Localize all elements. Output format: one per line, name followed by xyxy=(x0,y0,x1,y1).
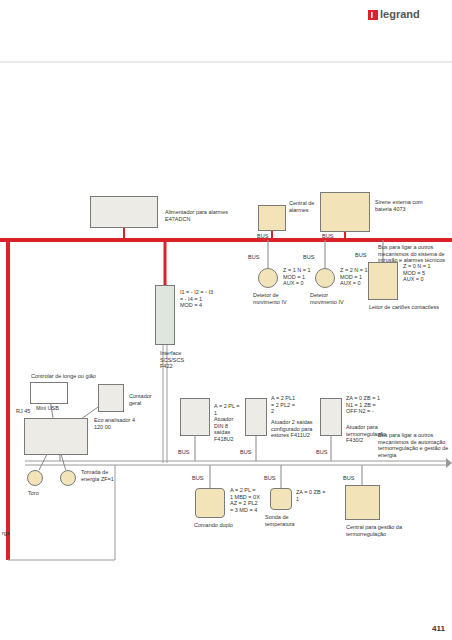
bus-drop xyxy=(255,436,256,461)
device-round: Z = 2 N = 1 MOD = 1 AUX = 0Detetor movim… xyxy=(315,268,335,288)
device-round: Tomada de energia ZF=1 xyxy=(60,470,76,486)
alarm-bus-drop xyxy=(164,240,167,285)
device-label: Z = 2 N = 1 MOD = 1 AUX = 0 xyxy=(340,267,368,287)
device-label: Z = 1 N = 1 MOD = 1 AUX = 0 xyxy=(283,267,311,287)
device-box: Z = 0 N = 1 MOD = 5 AUX = 0Leitor de car… xyxy=(368,262,398,300)
cable xyxy=(39,455,47,470)
annotation: BUS xyxy=(303,254,323,261)
device-label: Alimentador para alarmes E47ADCN xyxy=(165,209,235,222)
frame-line xyxy=(0,62,452,63)
annotation: BUS xyxy=(248,254,268,261)
bus-line xyxy=(8,560,115,561)
device-label: Sirene externa com bateria 4073 xyxy=(375,199,437,212)
device-box: A = 2 PL1 = 2 PL2 = 2Atuador 2 saídas co… xyxy=(245,398,267,436)
annotation: BUS xyxy=(355,252,375,259)
device-label: ZA = 0 ZB = 1 N1 = 1 ZB = OFF N2 = - xyxy=(346,395,386,415)
bus-drop xyxy=(267,240,268,268)
annotation: rga xyxy=(2,530,22,537)
annotation: BUS xyxy=(257,233,287,240)
bus-drop xyxy=(330,436,331,461)
annotation: BUS xyxy=(322,233,352,240)
annotation: Bus para ligar a outros mecanismos do si… xyxy=(378,244,450,264)
device-caption: Atuador DIN 8 saídas F418U2 xyxy=(214,416,244,442)
bus-line xyxy=(163,345,164,463)
device-box: A = 2 PL = 1 MBD = 0X AZ = 2 PL2 = 3 MD … xyxy=(195,488,225,518)
bus-drop xyxy=(194,436,195,461)
device-label: A = 2 PL1 = 2 PL2 = 2 xyxy=(271,395,299,415)
device-round: Toro xyxy=(27,470,43,486)
device-caption: Detetor movimento IV xyxy=(310,292,350,305)
device-caption: Atuador 2 saídas configurado para estore… xyxy=(271,419,315,439)
cable xyxy=(61,455,65,470)
device-box: Alimentador para alarmes E47ADCN xyxy=(90,196,158,228)
cable-line xyxy=(61,455,65,470)
annotation: Bus para ligar a outros mecanismos de au… xyxy=(378,432,450,458)
device-label: Toro xyxy=(28,490,52,497)
logo-mark xyxy=(368,10,378,20)
device-label: Eco analisador 4 120 00 xyxy=(94,417,142,430)
device-box: ZA = 0 ZB = 1 N1 = 1 ZB = OFF N2 = -Atua… xyxy=(320,398,342,436)
alarm-bus xyxy=(6,240,10,560)
alarm-bus-drop xyxy=(271,231,273,240)
bus-drop xyxy=(324,240,325,268)
cable-line xyxy=(39,455,47,470)
annotation: BUS xyxy=(343,475,363,482)
device-label: A = 2 PL = 1 xyxy=(214,403,240,416)
device-box: ZA = 0 ZB = 1Sonda de temperatura xyxy=(270,488,292,510)
device-label: A = 2 PL = 1 MBD = 0X AZ = 2 PL2 = 3 MD … xyxy=(230,487,260,513)
device-box: A = 2 PL = 1Atuador DIN 8 saídas F418U2 xyxy=(180,398,210,436)
device-round: Z = 1 N = 1 MOD = 1 AUX = 0Detetor de mo… xyxy=(258,268,278,288)
annotation: Mini USB xyxy=(36,405,66,412)
annotation: BUS xyxy=(264,475,284,482)
logo-mark xyxy=(371,12,373,18)
alarm-bus-drop xyxy=(123,228,125,240)
device-box: Contador geral xyxy=(98,384,124,412)
bus-drop xyxy=(280,465,281,488)
device-box: Central de alarmes xyxy=(258,205,286,231)
bus-drop xyxy=(59,455,60,461)
device-label: Contador geral xyxy=(129,393,159,406)
bus-arrow xyxy=(446,458,452,468)
alarm-bus-drop xyxy=(344,232,346,240)
bus-line xyxy=(25,461,446,462)
device-label: Z = 0 N = 1 MOD = 5 AUX = 0 xyxy=(403,263,433,283)
device-caption: Detetor de movimento IV xyxy=(253,292,293,305)
device-box: Central para gestão da termorregulação xyxy=(345,485,380,520)
device-caption: Comando duplo xyxy=(194,522,234,529)
brand-logo: legrand xyxy=(380,8,450,21)
annotation: BUS xyxy=(316,449,336,456)
annotation: RJ 45 xyxy=(16,408,36,415)
device-box: I1 = - I2 = - I3 = - I4 = 1 MOD = 4Inter… xyxy=(155,285,175,345)
annotation: BUS xyxy=(178,449,198,456)
device-label: ZA = 0 ZB = 1 xyxy=(296,489,326,502)
device-label: Tomada de energia ZF=1 xyxy=(81,469,115,482)
bus-line xyxy=(115,465,116,560)
device-caption: Leitor de cartões contactless xyxy=(369,304,449,311)
cable-line xyxy=(82,407,98,418)
device-caption: Interface SCS/SCS F422 xyxy=(160,350,196,370)
bus-drop xyxy=(209,465,210,488)
cable xyxy=(82,407,98,418)
device-label: Central para gestão da termorregulação xyxy=(346,524,406,537)
device-caption: Sonda de temperatura xyxy=(265,514,309,527)
device-label: Controlar de longe ou gião xyxy=(31,373,111,380)
device-label: I1 = - I2 = - I3 = - I4 = 1 MOD = 4 xyxy=(180,289,216,309)
annotation: BUS xyxy=(192,475,212,482)
alarm-bus xyxy=(0,238,452,242)
bus-line xyxy=(167,345,168,463)
device-box: Eco analisador 4 120 00 xyxy=(24,418,88,455)
bus-drop xyxy=(361,465,362,485)
device-box: Controlar de longe ou gião xyxy=(30,382,68,404)
bus-line xyxy=(25,465,446,466)
annotation: 411 xyxy=(432,624,452,634)
annotation: BUS xyxy=(240,449,260,456)
device-box: Sirene externa com bateria 4073 xyxy=(320,192,370,232)
